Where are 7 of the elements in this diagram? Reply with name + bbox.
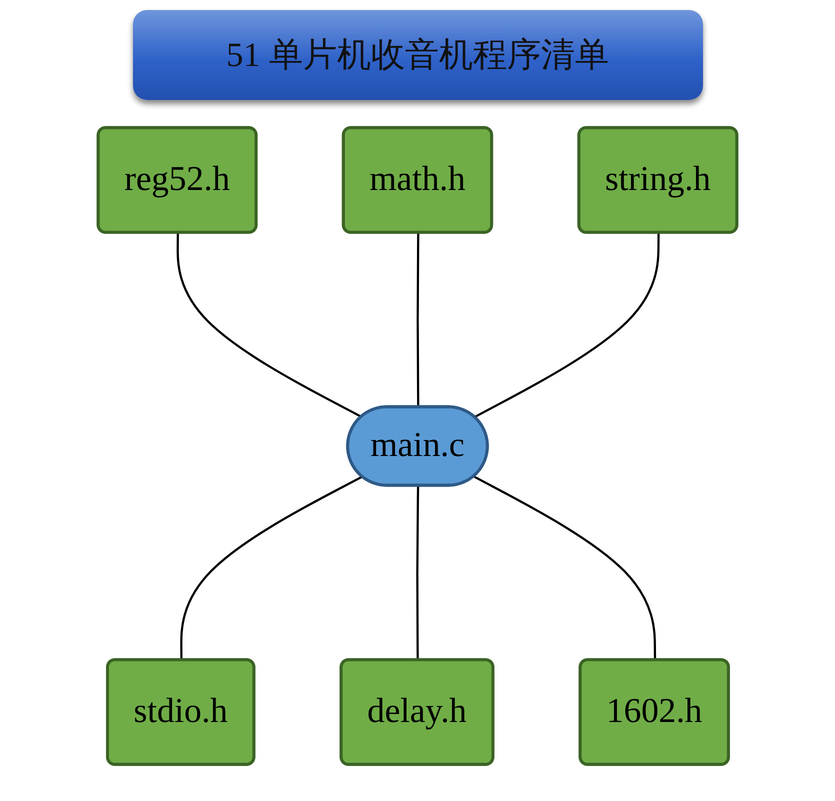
title-banner: 51 单片机收音机程序清单 [132, 10, 702, 100]
connector [416, 233, 420, 408]
connector [176, 233, 362, 418]
connector [474, 233, 660, 418]
connector [180, 476, 363, 660]
connector [416, 486, 420, 660]
connector [474, 476, 656, 660]
